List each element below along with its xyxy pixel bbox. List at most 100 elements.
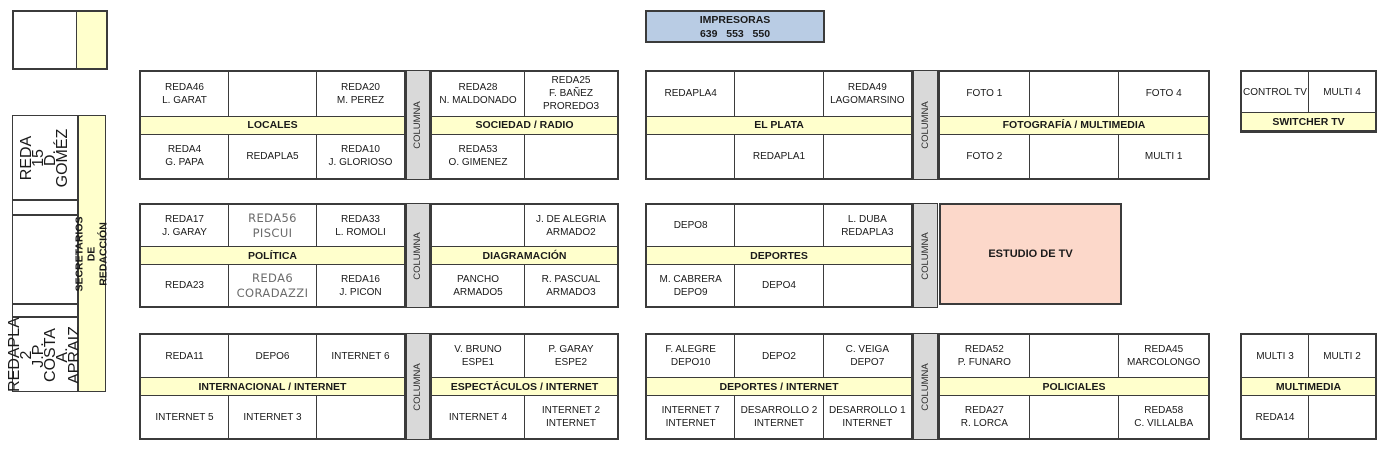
impresoras-numbers: 639 553 550: [699, 27, 771, 40]
desk-cell: FOTO 4: [1118, 72, 1208, 116]
columna-strip: COLUMNA: [406, 70, 430, 180]
columna-label: COLUMNA: [919, 231, 931, 280]
desk-cell: INTERNET 7 INTERNET: [661, 405, 720, 429]
desk-cell: PANCHO ARMADO5: [453, 273, 503, 298]
corner-box-yellow-area: [76, 12, 106, 68]
desk-cell: REDA20 M. PEREZ: [316, 72, 404, 116]
desk-row: FOTO 1 FOTO 4: [940, 72, 1208, 116]
desk-cell: L. DUBA REDAPLA3: [822, 205, 911, 246]
desk-cell: P. GARAY ESPE2: [524, 335, 617, 377]
columna-strip: COLUMNA: [913, 70, 938, 180]
desk-cell: CONTROL TV: [1243, 86, 1307, 98]
desk-cell: FOTO 1: [966, 88, 1003, 100]
desk-cell: REDA53 O. GIMENEZ: [448, 144, 508, 169]
desk-cell: [1028, 72, 1119, 116]
corner-box: [12, 10, 108, 70]
desk-cell: INTERNET 3: [228, 396, 316, 438]
desk-cell: REDA6 CORADAZZI: [228, 265, 316, 306]
columna-label: COLUMNA: [412, 101, 424, 149]
desk-row: INTERNET 7 INTERNET DESARROLLO 2 INTERNET…: [647, 396, 911, 438]
desk-cell: REDA56 PISCUI: [228, 205, 316, 246]
desk-cell: DEPO2: [734, 335, 822, 377]
desk-cell: REDA52 P. FUNARO: [957, 344, 1011, 368]
impresoras-title: IMPRESORAS: [699, 13, 771, 26]
sidebar-desk-redapla2-label: REDAPLA 2 J.P. COSTA A. APRAIZ: [6, 316, 83, 392]
columna-strip: COLUMNA: [406, 333, 430, 440]
desk-cell: [822, 265, 911, 306]
desk-cell: DESARROLLO 1 INTERNET: [822, 396, 911, 438]
desk-cell: REDA23: [165, 280, 204, 291]
section-band-sociedad-radio: SOCIEDAD / RADIO: [432, 115, 617, 135]
desk-cell: R. PASCUAL ARMADO3: [524, 265, 617, 306]
desk-cell: REDAPLA5: [228, 134, 316, 178]
section-band-politica: POLÍTICA: [141, 246, 404, 265]
desk-cell: DESARROLLO 2 INTERNET: [734, 396, 822, 438]
desk-cell: REDA4 G. PAPA: [165, 144, 204, 169]
desk-cell: C. VEIGA DEPO7: [822, 335, 911, 377]
secretarios-strip-label: SECRETARIOS DE REDACCIÓN: [74, 215, 111, 292]
section-band-policiales: POLICIALES: [940, 377, 1208, 396]
desk-cell: [1028, 396, 1119, 438]
desk-cell: [647, 135, 734, 179]
sidebar-desk-spacer-top: [12, 200, 78, 215]
columna-strip: COLUMNA: [913, 333, 938, 440]
desk-cell: [822, 134, 911, 178]
sidebar-desk-spacer-bottom: [12, 304, 78, 317]
desk-cell: F. ALEGRE DEPO10: [665, 344, 716, 368]
desk-cell: REDA49 LAGOMARSINO: [822, 72, 911, 116]
desk-cell: REDA14: [1255, 411, 1295, 423]
desk-cell: [734, 72, 822, 116]
columna-label: COLUMNA: [919, 362, 931, 411]
desk-cell: MULTI 1: [1118, 134, 1208, 178]
desk-cell: MULTI 2: [1308, 335, 1375, 377]
desk-row: REDAPLA1: [647, 134, 911, 179]
desk-cell: J. DE ALEGRIA ARMADO2: [524, 205, 617, 246]
desk-row: INTERNET 5 INTERNET 3: [141, 396, 404, 438]
desk-cell: REDA17 J. GARAY: [162, 213, 207, 238]
desk-cell: REDAPLA1: [734, 134, 822, 178]
desk-row: PANCHO ARMADO5 R. PASCUAL ARMADO3: [432, 265, 617, 306]
desk-cell: REDA25 F. BAÑEZ PROREDO3: [524, 72, 617, 116]
columna-strip: COLUMNA: [406, 203, 430, 308]
desk-cell: REDAPLA4: [664, 88, 717, 100]
desk-cell: DEPO8: [673, 220, 708, 231]
columna-label: COLUMNA: [412, 362, 424, 411]
columna-label: COLUMNA: [412, 231, 424, 280]
sidebar-desk-empty: [12, 215, 78, 304]
desk-cell: REDA11: [165, 350, 204, 362]
desk-cell: [524, 134, 617, 178]
impresoras-box: IMPRESORAS 639 553 550: [645, 10, 825, 43]
columna-strip: COLUMNA: [913, 203, 938, 308]
section-band-espectaculos-internet: ESPECTÁCULOS / INTERNET: [432, 377, 617, 396]
desk-cell: INTERNET 4: [448, 411, 508, 423]
desk-cell: INTERNET 5: [155, 411, 214, 423]
desk-cell: REDA28 N. MALDONADO: [439, 81, 517, 106]
desk-cell: INTERNET 2 INTERNET: [524, 396, 617, 438]
section-band-deportes: DEPORTES: [647, 246, 911, 265]
desk-cell: [432, 205, 524, 246]
section-band-switcher-tv: SWITCHER TV: [1242, 112, 1375, 131]
desk-cell: [1308, 396, 1375, 438]
sidebar-desk-reda15-label: REDA 15 D. GOMÉZ: [18, 128, 71, 187]
secretarios-strip: SECRETARIOS DE REDACCIÓN: [74, 115, 110, 392]
desk-cell: REDA27 R. LORCA: [960, 405, 1008, 429]
desk-cell: [228, 72, 316, 116]
sidebar-desk-reda15: REDA 15 D. GOMÉZ: [12, 115, 78, 200]
desk-row: J. DE ALEGRIA ARMADO2: [432, 205, 617, 246]
desk-cell: [1028, 134, 1119, 178]
desk-cell: REDA33 L. ROMOLI: [316, 205, 404, 246]
desk-cell: [316, 396, 404, 438]
section-band-internacional-internet: INTERNACIONAL / INTERNET: [141, 377, 404, 396]
